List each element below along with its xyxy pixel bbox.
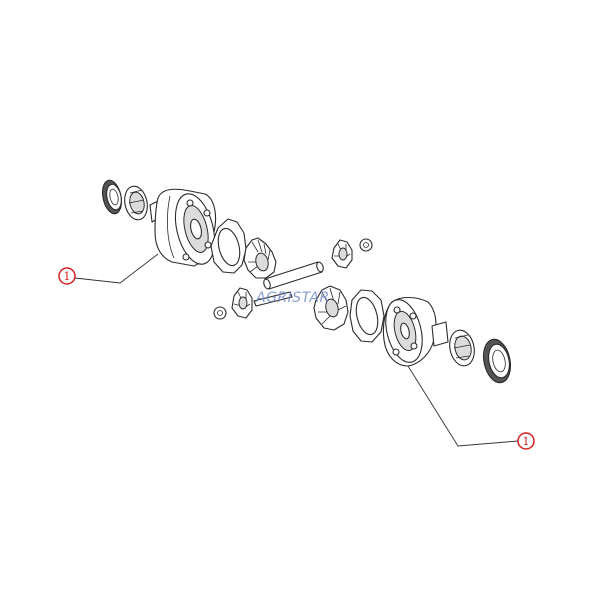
- callout-right: 1: [407, 365, 535, 450]
- pinion-shaft: [263, 261, 324, 290]
- right-bearing-cup: [482, 338, 512, 384]
- right-roller-bearing: [449, 329, 475, 367]
- right-thrust-washer: [349, 289, 385, 343]
- upper-pinion-gear: [331, 239, 353, 269]
- left-side-gear: [243, 237, 277, 279]
- callout-right-label: 1: [523, 435, 530, 448]
- callout-left-label: 1: [64, 270, 71, 283]
- left-differential-case: [149, 188, 217, 267]
- right-side-gear: [313, 285, 349, 331]
- locating-pin: [253, 291, 293, 307]
- lower-pinion-gear: [231, 287, 253, 319]
- callout-left: 1: [58, 253, 159, 285]
- left-bearing-cup: [102, 179, 122, 215]
- left-roller-bearing: [124, 185, 148, 221]
- lower-pinion-washer: [213, 306, 227, 320]
- right-differential-case: [382, 296, 449, 367]
- left-thrust-washer: [210, 218, 247, 274]
- watermark-text: AGRISTAR: [255, 290, 330, 306]
- upper-pinion-washer: [359, 238, 373, 252]
